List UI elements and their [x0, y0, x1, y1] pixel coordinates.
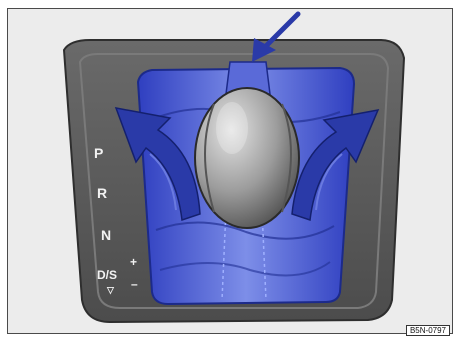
gear-position-r: R	[97, 186, 107, 200]
knob-highlight	[216, 102, 248, 154]
gear-position-p: P	[94, 146, 103, 160]
gear-position-ds: D/S	[97, 268, 117, 282]
figure-code: B5N-0797	[406, 325, 450, 336]
gear-position-n: N	[101, 228, 111, 242]
tiptronic-plus: +	[130, 256, 137, 268]
down-triangle-icon: ▽	[107, 284, 114, 296]
tiptronic-minus: –	[131, 278, 138, 290]
